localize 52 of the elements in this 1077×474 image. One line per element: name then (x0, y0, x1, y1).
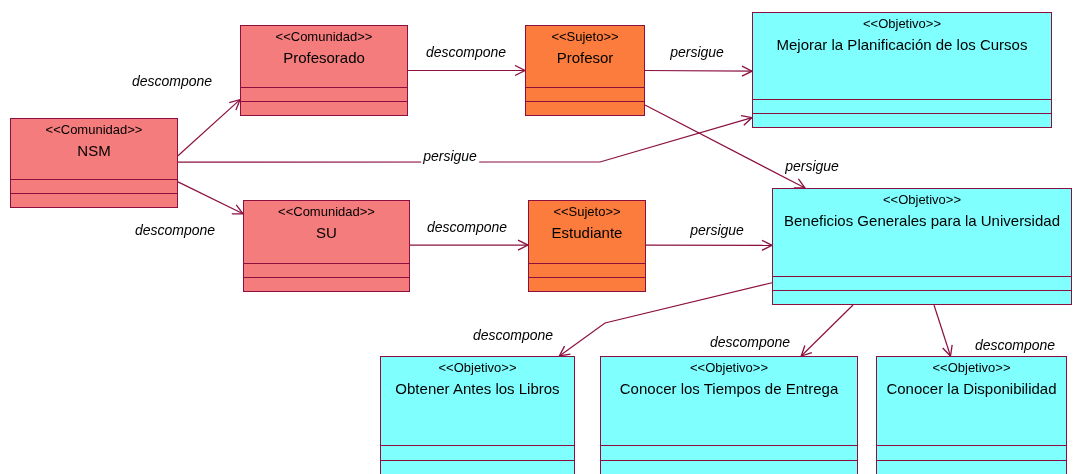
class-name: NSM (77, 141, 111, 161)
edge-label: descompone (972, 337, 1058, 353)
arrow (800, 304, 854, 357)
edge-label: persigue (421, 148, 479, 164)
edge-label: descompone (129, 73, 215, 89)
class-name: Obtener Antes los Libros (395, 379, 560, 399)
stereotype-label: <<Comunidad>> (45, 121, 143, 139)
stereotype-label: <<Sujeto>> (551, 28, 619, 46)
class-name: Mejorar la Planificación de los Cursos (776, 35, 1028, 55)
class-box (243, 200, 410, 292)
edge-label: descompone (132, 222, 218, 238)
arrow (407, 64, 526, 77)
arrow (644, 65, 753, 77)
stereotype-label: <<Comunidad>> (278, 203, 375, 221)
stereotype-label: <<Objetivo>> (689, 359, 769, 377)
stereotype-label: <<Comunidad>> (275, 28, 373, 46)
edge-label: descompone (424, 219, 510, 235)
class-box (380, 356, 575, 474)
stereotype-label: <<Objetivo>> (882, 191, 962, 209)
class-box (752, 12, 1052, 128)
stereotype-label: <<Objetivo>> (932, 359, 1011, 377)
edge-label: persigue (668, 44, 726, 60)
edge-label: descompone (423, 44, 509, 60)
arrow (409, 239, 529, 251)
arrow (177, 98, 241, 157)
edge-label: persigue (783, 158, 841, 174)
class-name: Beneficios Generales para la Universidad (784, 211, 1060, 231)
class-name: Profesorado (283, 48, 365, 68)
class-name: Estudiante (551, 223, 623, 243)
edge-label: descompone (470, 327, 556, 343)
class-box (10, 118, 178, 208)
stereotype-label: <<Sujeto>> (553, 203, 621, 221)
arrow (177, 181, 244, 215)
arrow (645, 239, 773, 251)
stereotype-label: <<Objetivo>> (862, 15, 942, 33)
class-name: Conocer la Disponibilidad (886, 379, 1057, 399)
class-box (525, 25, 645, 116)
arrow (558, 282, 773, 357)
class-box (240, 25, 408, 116)
arrow (644, 104, 806, 189)
arrow (177, 114, 753, 163)
class-name: Conocer los Tiempos de Entrega (619, 379, 839, 399)
class-name: Profesor (556, 48, 614, 68)
class-box (528, 200, 646, 292)
edge-label: persigue (688, 222, 746, 238)
class-box (600, 356, 858, 474)
arrow (933, 304, 953, 357)
class-box (772, 188, 1072, 305)
edge-label: descompone (707, 334, 793, 350)
stereotype-label: <<Objetivo>> (438, 359, 517, 377)
class-name: SU (316, 223, 337, 243)
class-box (876, 356, 1067, 474)
